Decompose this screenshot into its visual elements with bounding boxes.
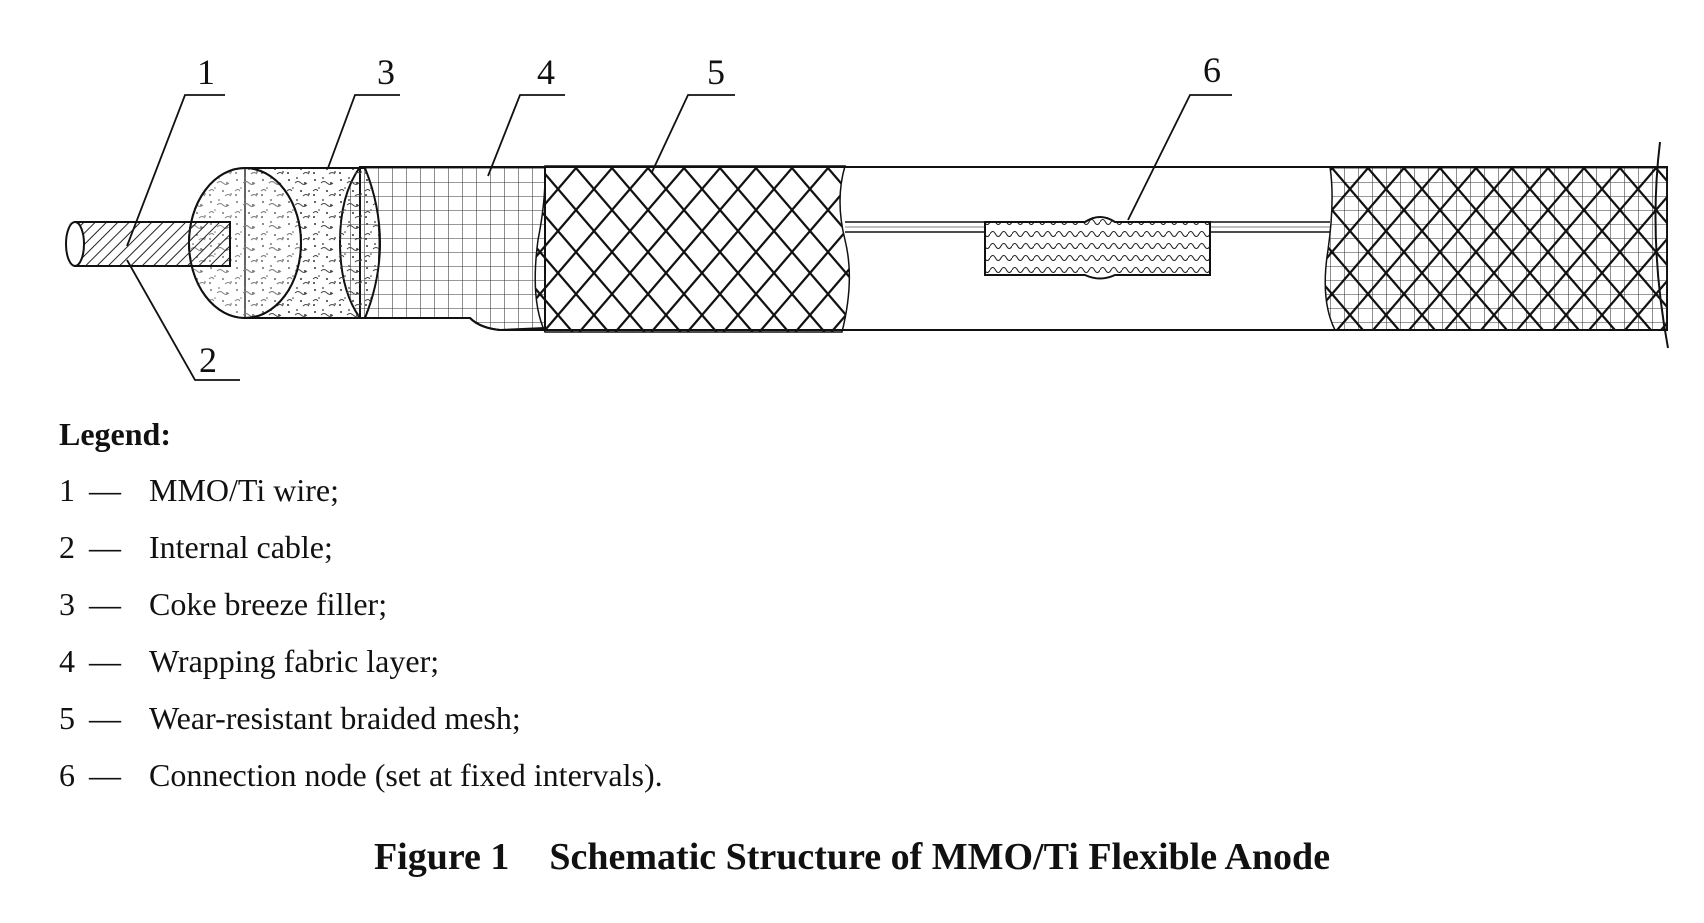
legend-item-number: 1	[59, 472, 75, 508]
coke-breeze-filler	[188, 167, 381, 319]
legend-item-dash: —	[89, 529, 121, 565]
legend-item-dash: —	[89, 472, 121, 508]
legend-item-number: 5	[59, 700, 75, 736]
legend-item-text: Wrapping fabric layer;	[149, 643, 440, 679]
legend-item: 5 — Wear-resistant braided mesh;	[59, 690, 663, 747]
legend: Legend: 1 — MMO/Ti wire; 2 — Internal ca…	[59, 412, 663, 804]
braided-mesh-right	[1324, 141, 1669, 349]
callout-labels: 1 2 3 4 5 6	[197, 50, 1221, 380]
legend-item-number: 2	[59, 529, 75, 565]
callout-2: 2	[199, 340, 217, 380]
callout-5: 5	[707, 52, 725, 92]
leader-lines	[126, 94, 1232, 381]
braided-mesh-left	[534, 165, 851, 333]
legend-item-number: 4	[59, 643, 75, 679]
legend-item: 1 — MMO/Ti wire;	[59, 462, 663, 519]
legend-item-text: Coke breeze filler;	[149, 586, 388, 622]
legend-item: 3 — Coke breeze filler;	[59, 576, 663, 633]
legend-item-text: MMO/Ti wire;	[149, 472, 339, 508]
anode-structure-diagram: 1 2 3 4 5 6	[65, 50, 1669, 381]
callout-6: 6	[1203, 50, 1221, 90]
legend-title: Legend:	[59, 416, 171, 452]
callout-3: 3	[377, 52, 395, 92]
legend-item-dash: —	[89, 700, 121, 736]
legend-item-number: 6	[59, 757, 75, 793]
legend-item-dash: —	[89, 643, 121, 679]
legend-item-text: Wear-resistant braided mesh;	[149, 700, 521, 736]
legend-item-dash: —	[89, 586, 121, 622]
legend-item-text: Connection node (set at fixed intervals)…	[149, 757, 663, 793]
mmo-ti-wire	[65, 221, 231, 267]
figure-caption: Figure 1 Schematic Structure of MMO/Ti Fl…	[0, 835, 1704, 879]
callout-1: 1	[197, 52, 215, 92]
legend-item: 4 — Wrapping fabric layer;	[59, 633, 663, 690]
internal-cable	[845, 221, 1330, 233]
legend-item: 2 — Internal cable;	[59, 519, 663, 576]
legend-item-text: Internal cable;	[149, 529, 333, 565]
figure-title: Schematic Structure of MMO/Ti Flexible A…	[549, 836, 1331, 878]
callout-4: 4	[537, 52, 555, 92]
legend-item-number: 3	[59, 586, 75, 622]
figure-label: Figure 1	[373, 836, 510, 878]
legend-item-dash: —	[89, 757, 121, 793]
legend-item: 6 — Connection node (set at fixed interv…	[59, 747, 663, 804]
connection-node	[984, 216, 1211, 280]
